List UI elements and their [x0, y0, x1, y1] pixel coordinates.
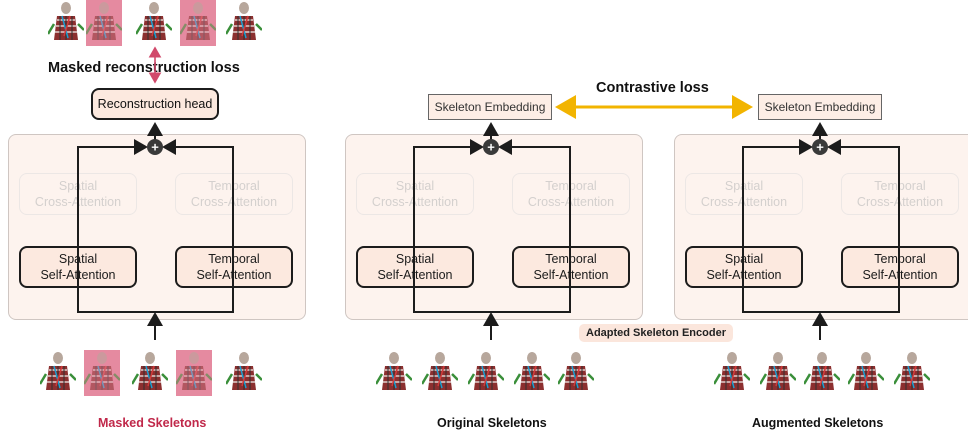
- skeleton-thumbnail: [712, 350, 752, 396]
- masked-skeleton-thumbnail: [82, 350, 122, 396]
- contrastive-loss-label: Contrastive loss: [596, 80, 709, 96]
- skeleton-thumbnail: [374, 350, 414, 396]
- original-skeletons-caption: Original Skeletons: [437, 416, 547, 430]
- masked-skeleton-thumbnail: [178, 0, 218, 46]
- masked-skeletons-caption: Masked Skeletons: [98, 416, 207, 430]
- skeleton-thumbnail: [420, 350, 460, 396]
- skeleton-thumbnail: [802, 350, 842, 396]
- skeleton-thumbnail: [46, 0, 86, 46]
- skeleton-thumbnail: [134, 0, 174, 46]
- skeleton-embedding-augmented: Skeleton Embedding: [758, 94, 882, 120]
- masked-skeleton-thumbnail: [174, 350, 214, 396]
- skeleton-thumbnail: [130, 350, 170, 396]
- skeleton-thumbnail: [224, 350, 264, 396]
- skeleton-thumbnail: [758, 350, 798, 396]
- masked-skeleton-thumbnail: [84, 0, 124, 46]
- skeleton-thumbnail: [846, 350, 886, 396]
- skeleton-embedding-original: Skeleton Embedding: [428, 94, 552, 120]
- augmented-skeletons-caption: Augmented Skeletons: [752, 416, 884, 430]
- adapted-skeleton-encoder-label: Adapted Skeleton Encoder: [579, 324, 733, 342]
- skeleton-thumbnail: [556, 350, 596, 396]
- skeleton-thumbnail: [512, 350, 552, 396]
- skeleton-thumbnail: [892, 350, 932, 396]
- reconstruction-head: Reconstruction head: [91, 88, 219, 120]
- skeleton-thumbnail: [224, 0, 264, 46]
- skeleton-thumbnail: [38, 350, 78, 396]
- masked-reconstruction-loss-label: Masked reconstruction loss: [48, 60, 240, 76]
- skeleton-thumbnail: [466, 350, 506, 396]
